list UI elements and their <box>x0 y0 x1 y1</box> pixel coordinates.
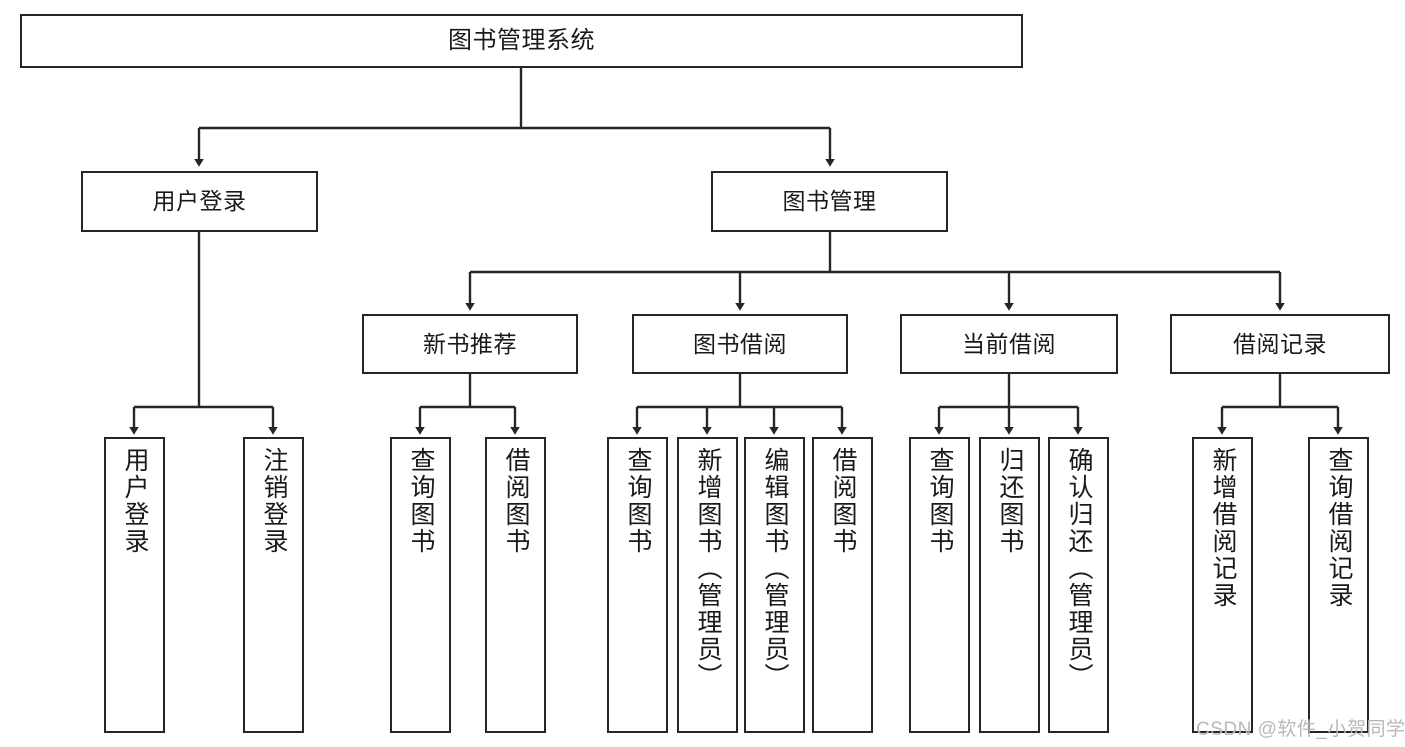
node-label: 当前借阅 <box>962 330 1056 357</box>
node-borrow-record[interactable]: 借阅记录 <box>1170 314 1390 374</box>
node-label: 借阅图书 <box>829 447 857 555</box>
node-label: 图书管理 <box>782 188 877 215</box>
node-user-login[interactable]: 用户登录 <box>81 171 318 232</box>
node-label: 查询图书 <box>407 447 435 555</box>
leaf-current-confirm-return-admin[interactable]: 确认归还（管理员） <box>1048 437 1109 733</box>
leaf-borrow-borrow-book[interactable]: 借阅图书 <box>812 437 873 733</box>
node-label: 图书借阅 <box>693 330 787 357</box>
leaf-current-return-book[interactable]: 归还图书 <box>979 437 1040 733</box>
leaf-current-query-book[interactable]: 查询图书 <box>909 437 970 733</box>
node-label: 归还图书 <box>996 447 1024 555</box>
leaf-borrow-query-book[interactable]: 查询图书 <box>607 437 668 733</box>
node-new-book-recommend[interactable]: 新书推荐 <box>362 314 578 374</box>
leaf-user-login[interactable]: 用户登录 <box>104 437 165 733</box>
leaf-record-add-borrow-record[interactable]: 新增借阅记录 <box>1192 437 1253 733</box>
leaf-borrow-edit-book-admin[interactable]: 编辑图书（管理员） <box>744 437 805 733</box>
node-label: 借阅记录 <box>1233 330 1327 357</box>
node-label: 查询图书 <box>624 447 652 555</box>
node-root-book-management-system[interactable]: 图书管理系统 <box>20 14 1023 68</box>
node-label: 查询图书 <box>926 447 954 555</box>
leaf-user-logout[interactable]: 注销登录 <box>243 437 304 733</box>
node-label: 用户登录 <box>152 188 247 215</box>
node-label: 新书推荐 <box>423 330 517 357</box>
node-book-borrow[interactable]: 图书借阅 <box>632 314 848 374</box>
node-label: 用户登录 <box>121 447 149 555</box>
node-label: 编辑图书（管理员） <box>761 447 789 690</box>
node-book-management[interactable]: 图书管理 <box>711 171 948 232</box>
node-label: 新增借阅记录 <box>1209 447 1237 609</box>
node-current-borrow[interactable]: 当前借阅 <box>900 314 1118 374</box>
node-label: 图书管理系统 <box>448 27 595 55</box>
node-label: 查询借阅记录 <box>1325 447 1353 609</box>
leaf-borrow-add-book-admin[interactable]: 新增图书（管理员） <box>677 437 738 733</box>
node-label: 确认归还（管理员） <box>1065 447 1093 690</box>
node-label: 注销登录 <box>260 447 288 555</box>
leaf-record-query-borrow-record[interactable]: 查询借阅记录 <box>1308 437 1369 733</box>
leaf-recommend-query-book[interactable]: 查询图书 <box>390 437 451 733</box>
node-label: 借阅图书 <box>502 447 530 555</box>
node-label: 新增图书（管理员） <box>694 447 722 690</box>
leaf-recommend-borrow-book[interactable]: 借阅图书 <box>485 437 546 733</box>
watermark-csdn: CSDN @软件_小贺同学 <box>1196 719 1405 740</box>
